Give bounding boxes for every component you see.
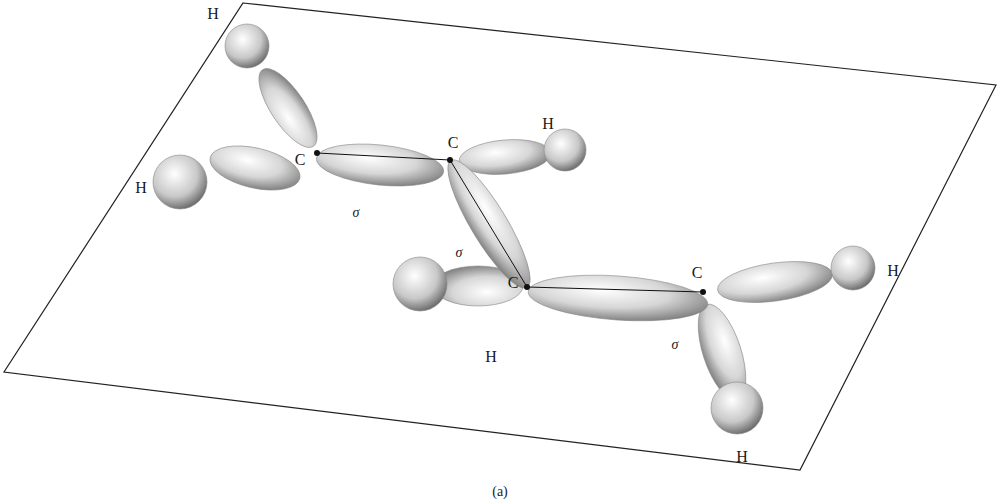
figure-caption: (a) xyxy=(490,484,510,500)
atom-label: C xyxy=(446,134,461,152)
atom-label: H xyxy=(133,179,149,197)
atom-label: C xyxy=(690,264,705,282)
bond-label: σ xyxy=(351,205,362,221)
atom-label: H xyxy=(885,262,901,280)
orbital-lobes xyxy=(153,24,875,434)
atom-label: H xyxy=(734,448,750,466)
bond-label: σ xyxy=(454,245,465,261)
bond-label: σ xyxy=(670,337,681,353)
molecular-plane xyxy=(4,3,996,470)
bond-axes xyxy=(317,153,703,292)
atom-label: H xyxy=(483,348,499,366)
atom-label: H xyxy=(540,115,556,133)
atom-dots xyxy=(314,150,706,295)
atom-label: H xyxy=(205,5,221,23)
atom-label: C xyxy=(506,274,521,292)
atom-label: C xyxy=(293,151,308,169)
